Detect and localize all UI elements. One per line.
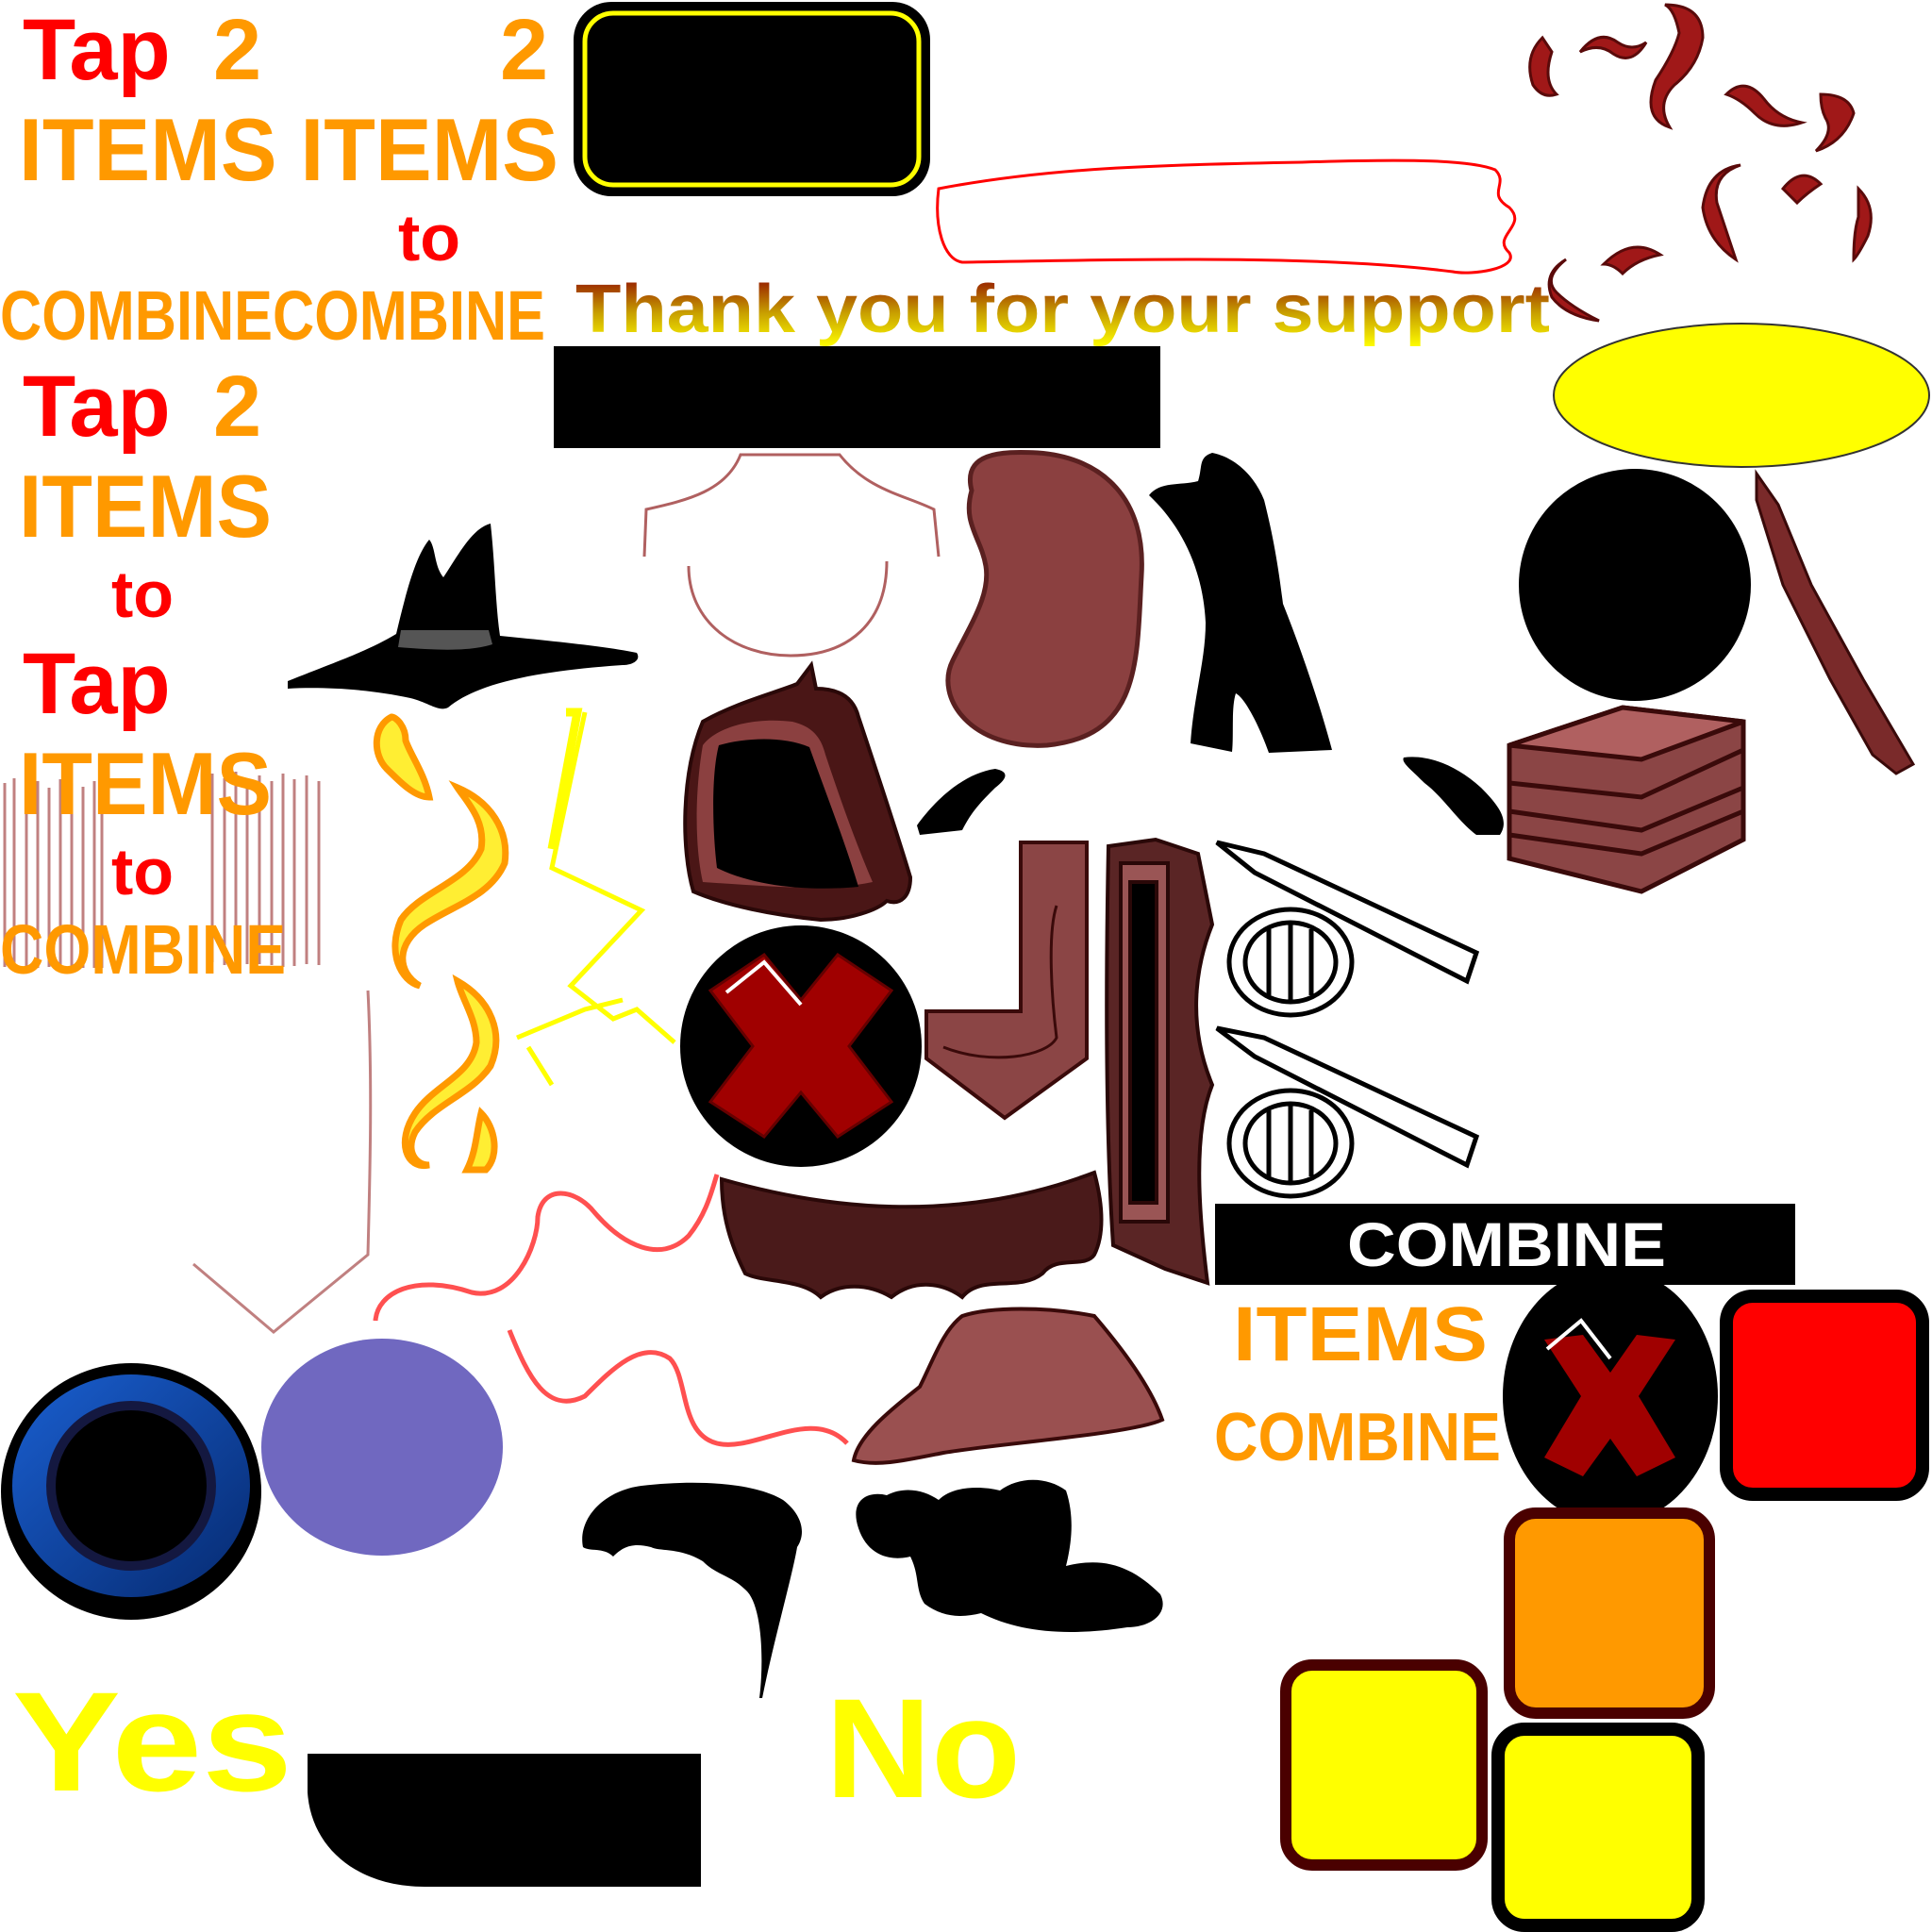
yellow-tile[interactable] [1491,1723,1705,1932]
pink-stripes [3,772,321,969]
red-tile[interactable] [1720,1290,1929,1501]
black-cloud [856,1479,1163,1632]
pencil-sketch [1215,840,1480,1199]
items-label: ITEMS [1233,1291,1488,1377]
combine-button-bg[interactable] [1215,1204,1795,1285]
brown-boot [924,841,1089,1121]
red-wave [373,1174,720,1322]
black-hat [288,524,639,709]
brown-hood [683,660,913,923]
scroll-outline [936,158,1517,275]
pink-line [192,990,373,1334]
black-mustache [582,1482,802,1698]
brown-bean [945,449,1144,748]
brown-bat-wing [719,1170,1104,1300]
black-circle [1519,469,1751,701]
close-x-icon[interactable] [1503,1268,1718,1524]
two-label: 2 [500,2,548,98]
golden-snake [373,713,509,1174]
red-wave [507,1329,849,1447]
to-label: to [111,835,174,908]
wooden-stick [1755,469,1916,775]
brown-sheath [1105,837,1215,1286]
to-label: to [398,201,460,275]
yellow-ellipse [1553,323,1930,468]
tap-label: Tap [23,358,171,455]
black-eyebrow [917,769,1006,835]
lightning-bolts [516,708,676,1087]
items-items-label: ITEMS ITEMS [19,100,558,199]
brown-mound [851,1307,1165,1465]
tap-label: Tap [23,636,171,732]
yes-button[interactable]: Yes [12,1662,292,1821]
no-button[interactable]: No [825,1669,1021,1827]
close-x-icon[interactable] [680,925,922,1167]
dialog-panel [574,2,930,196]
wooden-crate [1507,705,1746,894]
items-label: ITEMS [19,734,272,833]
tap-label: Tap [23,2,171,98]
items-label: ITEMS [19,457,272,556]
purple-ellipse [261,1339,503,1556]
head-outline [642,453,941,658]
combine-label: COMBINE [1214,1400,1501,1475]
combine-combine-label: COMBINECOMBINE [0,276,545,355]
blue-ring [1,1363,261,1620]
black-eyebrow [1403,757,1504,835]
combine-button-label[interactable]: COMBINE [1347,1209,1666,1279]
orange-tile[interactable] [1504,1507,1715,1719]
red-worms [1528,3,1873,323]
to-label: to [111,558,174,631]
black-bar [554,346,1160,448]
thank-you-text: Thank you for your support [575,272,1550,347]
two-label: 2 [213,2,261,98]
yellow-tile[interactable] [1280,1659,1488,1871]
two-label: 2 [213,358,261,455]
black-tab-shape [308,1754,701,1887]
black-legs [1149,453,1332,753]
combine-label: COMBINE [0,910,286,989]
